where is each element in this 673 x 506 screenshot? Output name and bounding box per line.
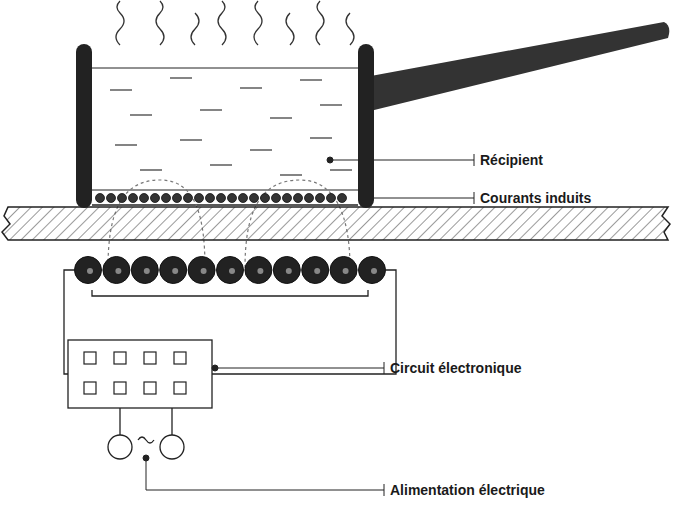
steam bbox=[116, 1, 354, 45]
part-label: Alimentation électrique bbox=[390, 482, 545, 498]
supply-terminal bbox=[108, 435, 132, 459]
circuit-box bbox=[68, 340, 212, 408]
inductor-coil bbox=[75, 257, 386, 284]
pan-wall bbox=[76, 44, 92, 208]
pan-handle bbox=[360, 22, 669, 112]
part-label: Courants induits bbox=[480, 190, 591, 206]
cooktop-plate bbox=[2, 207, 670, 240]
part-label: Circuit électronique bbox=[390, 360, 521, 376]
coil-bracket bbox=[92, 290, 368, 296]
circuit-chips bbox=[84, 352, 186, 394]
ac-symbol bbox=[138, 437, 154, 443]
induced-currents bbox=[96, 194, 347, 203]
part-label: Récipient bbox=[480, 152, 543, 168]
supply-terminal bbox=[160, 435, 184, 459]
pan-wall bbox=[358, 44, 374, 208]
wire bbox=[64, 270, 396, 435]
leader-line bbox=[143, 154, 474, 496]
liquid bbox=[110, 78, 352, 175]
